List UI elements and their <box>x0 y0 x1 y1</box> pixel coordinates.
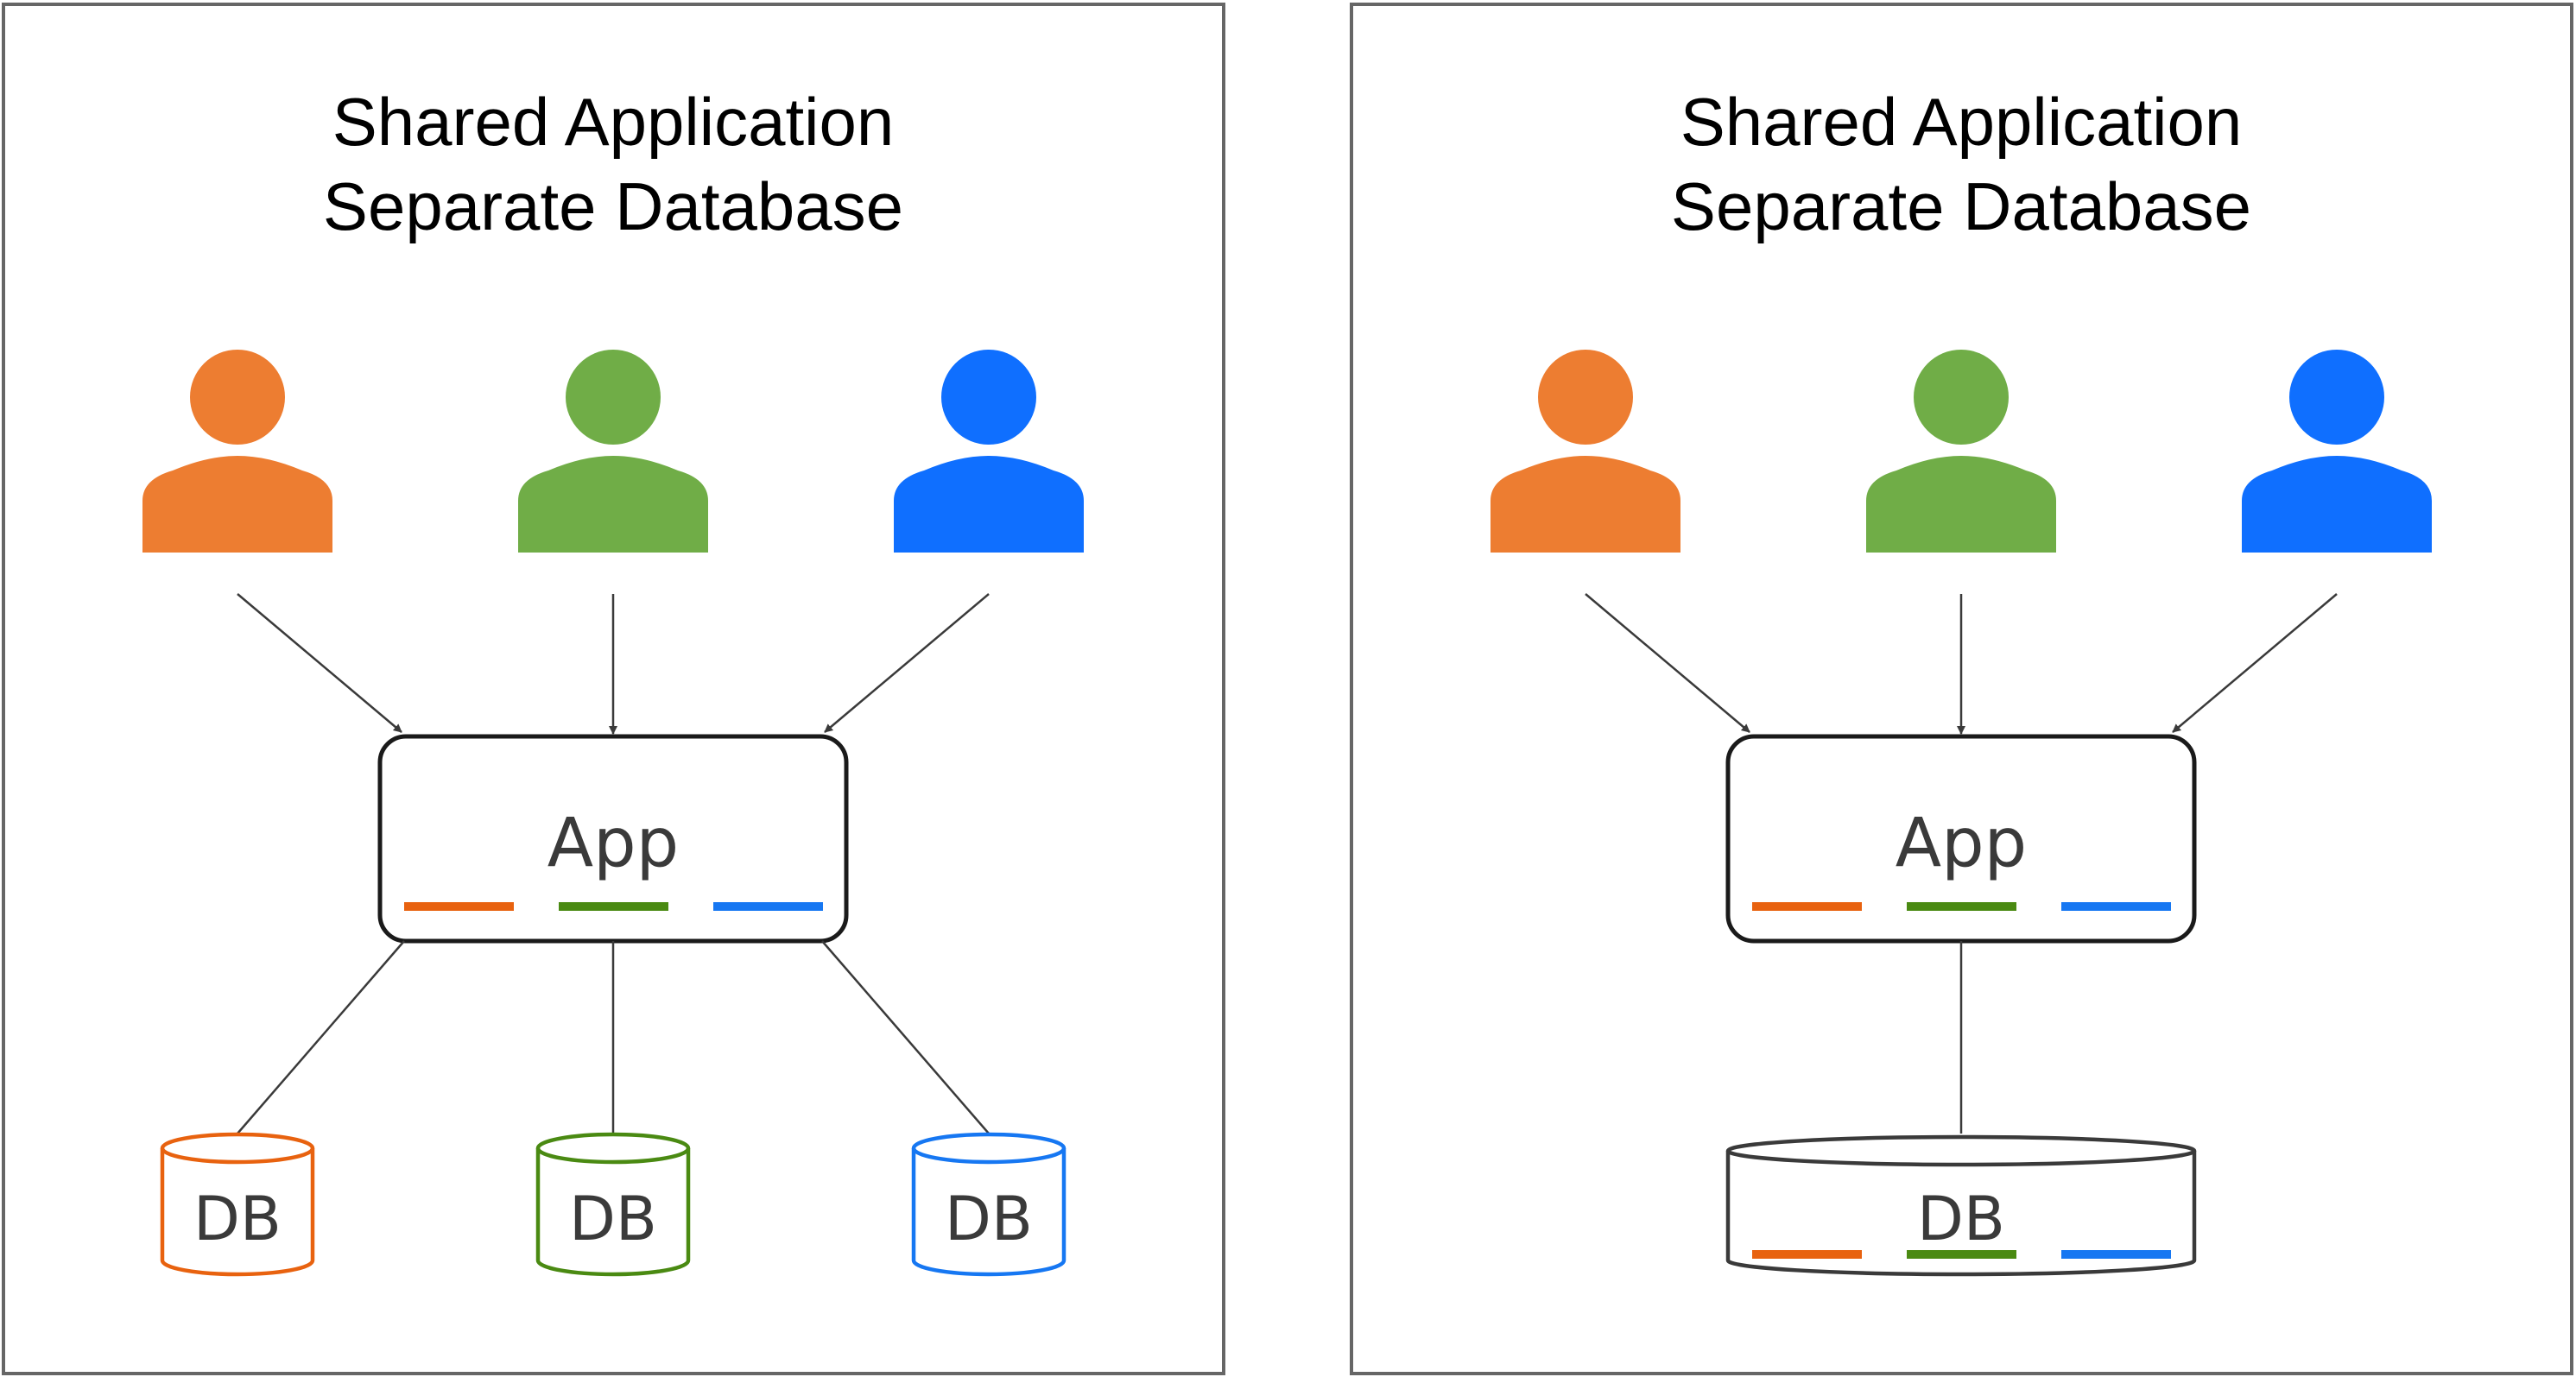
user-body <box>1491 456 1680 553</box>
panel-shared-app-separate-db-right: Shared Application Separate Database App <box>1350 3 2573 1375</box>
user-head <box>1914 350 2009 445</box>
request-arrow <box>824 593 990 733</box>
user-green-icon <box>1866 350 2056 553</box>
user-body <box>894 456 1084 553</box>
db-cylinder-rim <box>535 1147 691 1165</box>
user-head <box>2289 350 2384 445</box>
panel-title-line2: Separate Database <box>1671 168 2251 244</box>
user-blue-icon <box>2242 350 2432 553</box>
db-label: DB <box>1917 1184 2005 1254</box>
user-body <box>518 456 708 553</box>
db-cylinder <box>911 1132 1066 1277</box>
app-label: App <box>1896 805 2027 882</box>
request-arrow <box>1585 593 1750 733</box>
user-orange-icon <box>1491 350 1680 553</box>
database-blue-icon: DB <box>911 1132 1066 1277</box>
db-cylinder <box>1725 1134 2197 1277</box>
user-body <box>1866 456 2056 553</box>
app-node: App <box>1725 734 2197 944</box>
panel-title-line2: Separate Database <box>323 168 903 244</box>
user-body <box>2242 456 2432 553</box>
db-cylinder-rim <box>160 1147 315 1165</box>
app-node: App <box>377 734 849 944</box>
user-body <box>142 456 332 553</box>
db-label: DB <box>569 1184 657 1254</box>
db-connection-line <box>237 940 405 1134</box>
panel-shared-app-separate-db-left: Shared Application Separate Database App <box>2 3 1225 1375</box>
user-head <box>566 350 661 445</box>
panel-title-line1: Shared Application <box>1680 84 2242 160</box>
db-cylinder <box>160 1132 315 1277</box>
user-blue-icon <box>894 350 1084 553</box>
database-green-icon: DB <box>535 1132 691 1277</box>
panel-title-line1: Shared Application <box>332 84 894 160</box>
user-head <box>1538 350 1633 445</box>
db-label: DB <box>945 1184 1033 1254</box>
db-cylinder <box>535 1132 691 1277</box>
user-head <box>941 350 1036 445</box>
db-cylinder-rim <box>911 1147 1066 1165</box>
shared-database-icon: DB <box>1725 1134 2197 1277</box>
db-connection-line <box>821 940 990 1134</box>
request-arrow <box>2172 593 2338 733</box>
app-label: App <box>547 805 679 882</box>
database-orange-icon: DB <box>160 1132 315 1277</box>
request-arrow <box>237 593 402 733</box>
user-head <box>190 350 285 445</box>
user-orange-icon <box>142 350 332 553</box>
db-label: DB <box>193 1184 282 1254</box>
db-cylinder-rim <box>1725 1150 2197 1167</box>
user-green-icon <box>518 350 708 553</box>
